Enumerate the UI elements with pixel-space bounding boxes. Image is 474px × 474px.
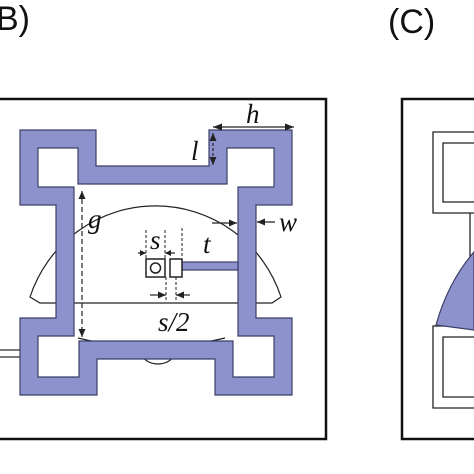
dimension-l: l	[191, 133, 217, 166]
dimension-g: g	[78, 191, 102, 337]
dimension-s-half: s/2	[150, 277, 190, 337]
dimension-l-label: l	[191, 136, 199, 166]
panel-b: B) h l	[0, 0, 328, 441]
dimension-t: t	[181, 219, 237, 259]
dimension-s: s	[138, 225, 175, 258]
panel-c-label: (C)	[388, 3, 435, 41]
panel-b-label: B)	[0, 0, 30, 38]
dimension-h-label: h	[246, 99, 260, 129]
switch-circle	[149, 262, 162, 274]
square-ring-resonator	[19, 129, 293, 396]
feed-line	[0, 349, 23, 358]
dimension-s-half-label: s/2	[158, 307, 190, 337]
upper-cell-c	[432, 131, 474, 214]
rotor-wedge-c	[435, 251, 474, 331]
stub-arm	[181, 261, 239, 271]
panel-c: (C)	[388, 3, 474, 441]
switch-pad	[169, 258, 183, 278]
dimension-g-label: g	[88, 204, 102, 234]
dimension-w: w	[257, 207, 297, 237]
dimension-t-label: t	[203, 229, 212, 259]
dimension-w-label: w	[279, 207, 297, 237]
dimension-h: h	[213, 99, 294, 131]
dimension-s-label: s	[150, 225, 161, 255]
